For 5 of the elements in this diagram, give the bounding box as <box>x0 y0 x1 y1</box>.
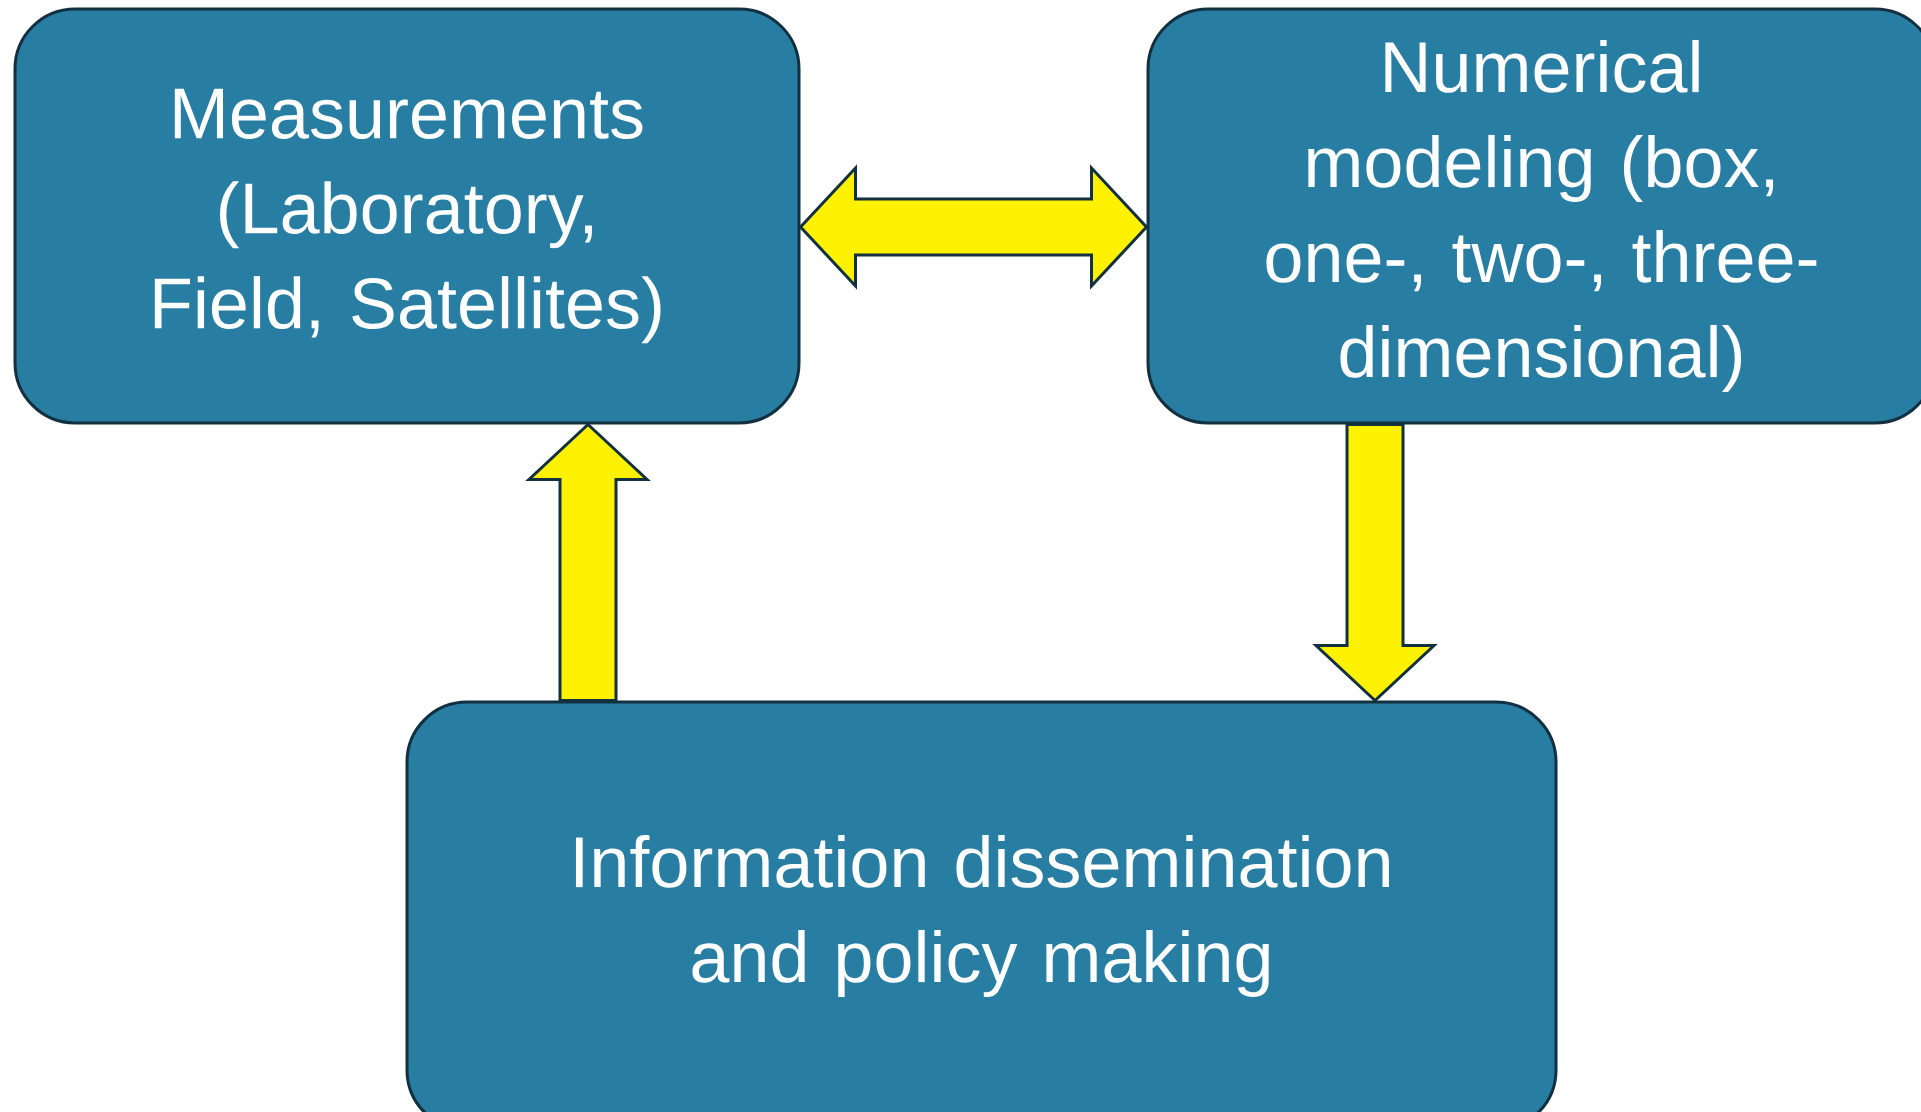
process-box: Numerical modeling (box, one-, two-, three-dimensional) <box>1146 7 1921 425</box>
process-box: Information dissemination and policy making <box>405 700 1558 1112</box>
process-box: Measurements (Laboratory, Field, Satellites) <box>13 7 801 425</box>
block-arrow <box>1312 423 1438 703</box>
block-arrow <box>525 422 651 702</box>
